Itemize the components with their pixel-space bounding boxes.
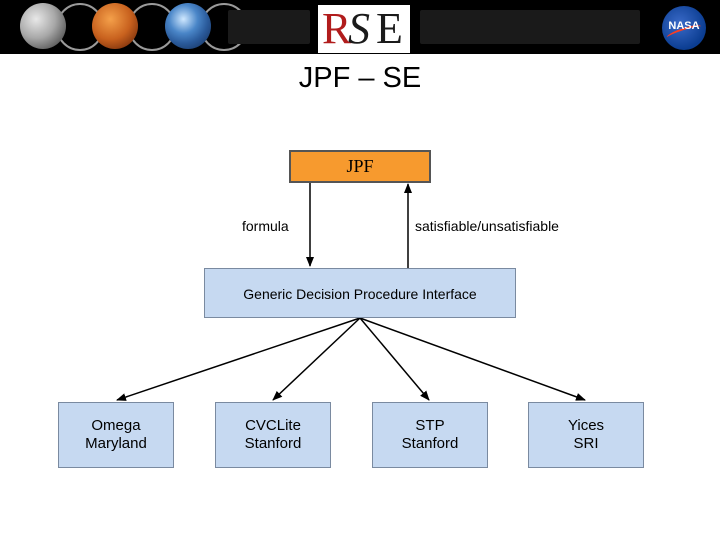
solver-org: Maryland <box>85 435 147 452</box>
jpf-node: JPF <box>289 150 431 183</box>
rse-logo: R S E <box>318 5 410 53</box>
connector-cvclite <box>272 317 361 401</box>
header-banner: R S E NASA <box>0 0 720 54</box>
formula-label: formula <box>242 218 289 234</box>
logo-letter: E <box>376 4 403 53</box>
banner-decoration <box>420 10 640 44</box>
solver-name: Yices <box>567 417 605 434</box>
banner-decoration <box>228 10 310 44</box>
connector-yices <box>359 317 586 401</box>
mars-image <box>92 3 138 49</box>
solver-node-cvclite: CVCLite Stanford <box>215 402 331 468</box>
solver-node-stp: STP Stanford <box>372 402 488 468</box>
solver-node-omega: Omega Maryland <box>58 402 174 468</box>
solver-name: STP <box>415 417 445 434</box>
nasa-logo: NASA <box>662 6 706 50</box>
connector-stp <box>359 317 430 401</box>
solver-name: Omega <box>91 417 141 434</box>
moon-image <box>20 3 66 49</box>
logo-letter: R <box>322 4 352 53</box>
solver-node-yices: Yices SRI <box>528 402 644 468</box>
connector-omega <box>116 317 361 401</box>
decision-procedure-interface-node: Generic Decision Procedure Interface <box>204 268 516 318</box>
solver-org: SRI <box>573 435 599 452</box>
earth-image <box>165 3 211 49</box>
logo-letter: S <box>348 4 370 53</box>
slide-title: JPF – SE <box>298 62 422 94</box>
solver-name: CVCLite <box>245 417 301 434</box>
nasa-logo-text: NASA <box>668 20 700 32</box>
solver-org: Stanford <box>244 435 302 452</box>
satisfiability-label: satisfiable/unsatisfiable <box>415 218 559 234</box>
solver-org: Stanford <box>401 435 459 452</box>
